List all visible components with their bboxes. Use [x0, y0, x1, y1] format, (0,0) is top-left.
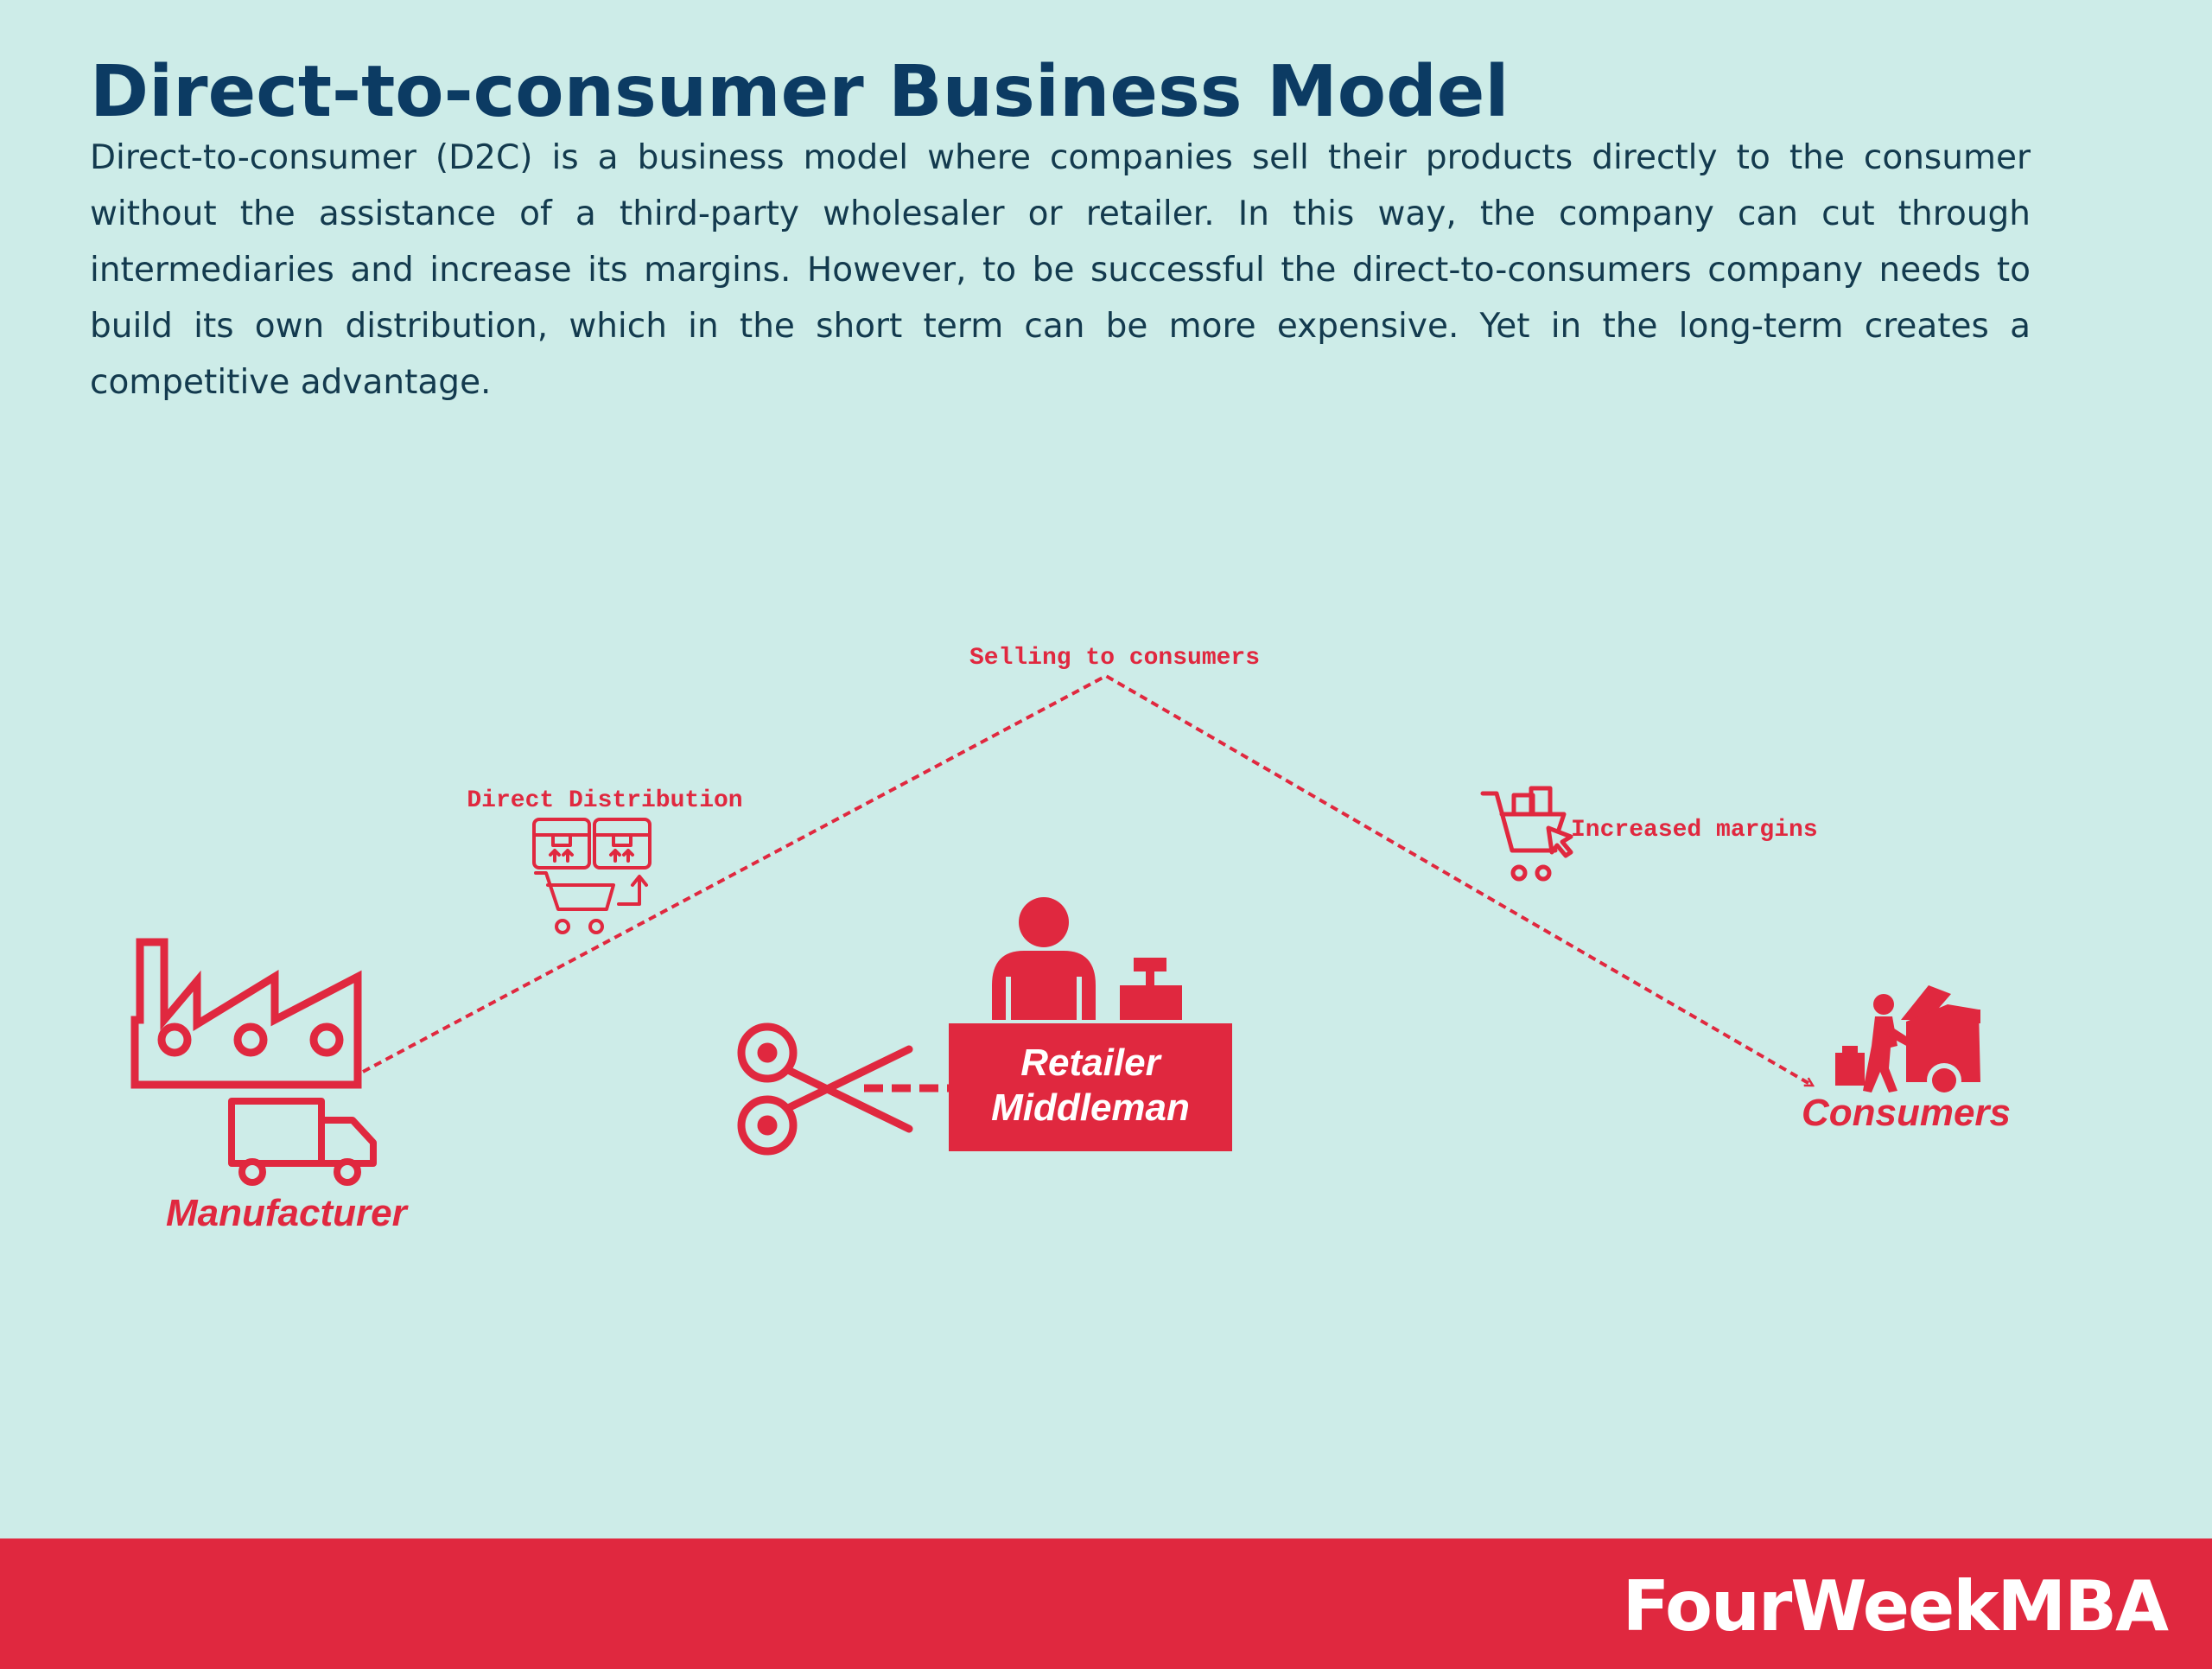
- retailer-label-line1: Retailer: [1020, 1042, 1162, 1084]
- manufacturer-label: Manufacturer: [166, 1192, 410, 1234]
- page-title: Direct-to-consumer Business Model: [90, 51, 1510, 133]
- boxes-cart-icon: [532, 818, 652, 934]
- distribution-label: Direct Distribution: [467, 787, 742, 814]
- brand-logo: FourWeekMBA: [1622, 1566, 2169, 1647]
- factory-icon: [130, 938, 362, 1089]
- cart-cursor-icon: [1480, 786, 1573, 882]
- description-paragraph: Direct-to-consumer (D2C) is a business m…: [90, 138, 2031, 402]
- scissors-icon: [737, 1022, 913, 1156]
- selling-label: Selling to consumers: [969, 645, 1260, 672]
- consumers-label: Consumers: [1802, 1092, 2011, 1134]
- retailer-label-line2: Middleman: [991, 1086, 1190, 1129]
- margins-label: Increased margins: [1571, 817, 1818, 844]
- consumer-car-icon: [1835, 985, 1980, 1098]
- footer-bar: FourWeekMBA: [0, 1538, 2212, 1669]
- cashier-icon: [949, 897, 1232, 1151]
- truck-icon: [228, 1098, 377, 1186]
